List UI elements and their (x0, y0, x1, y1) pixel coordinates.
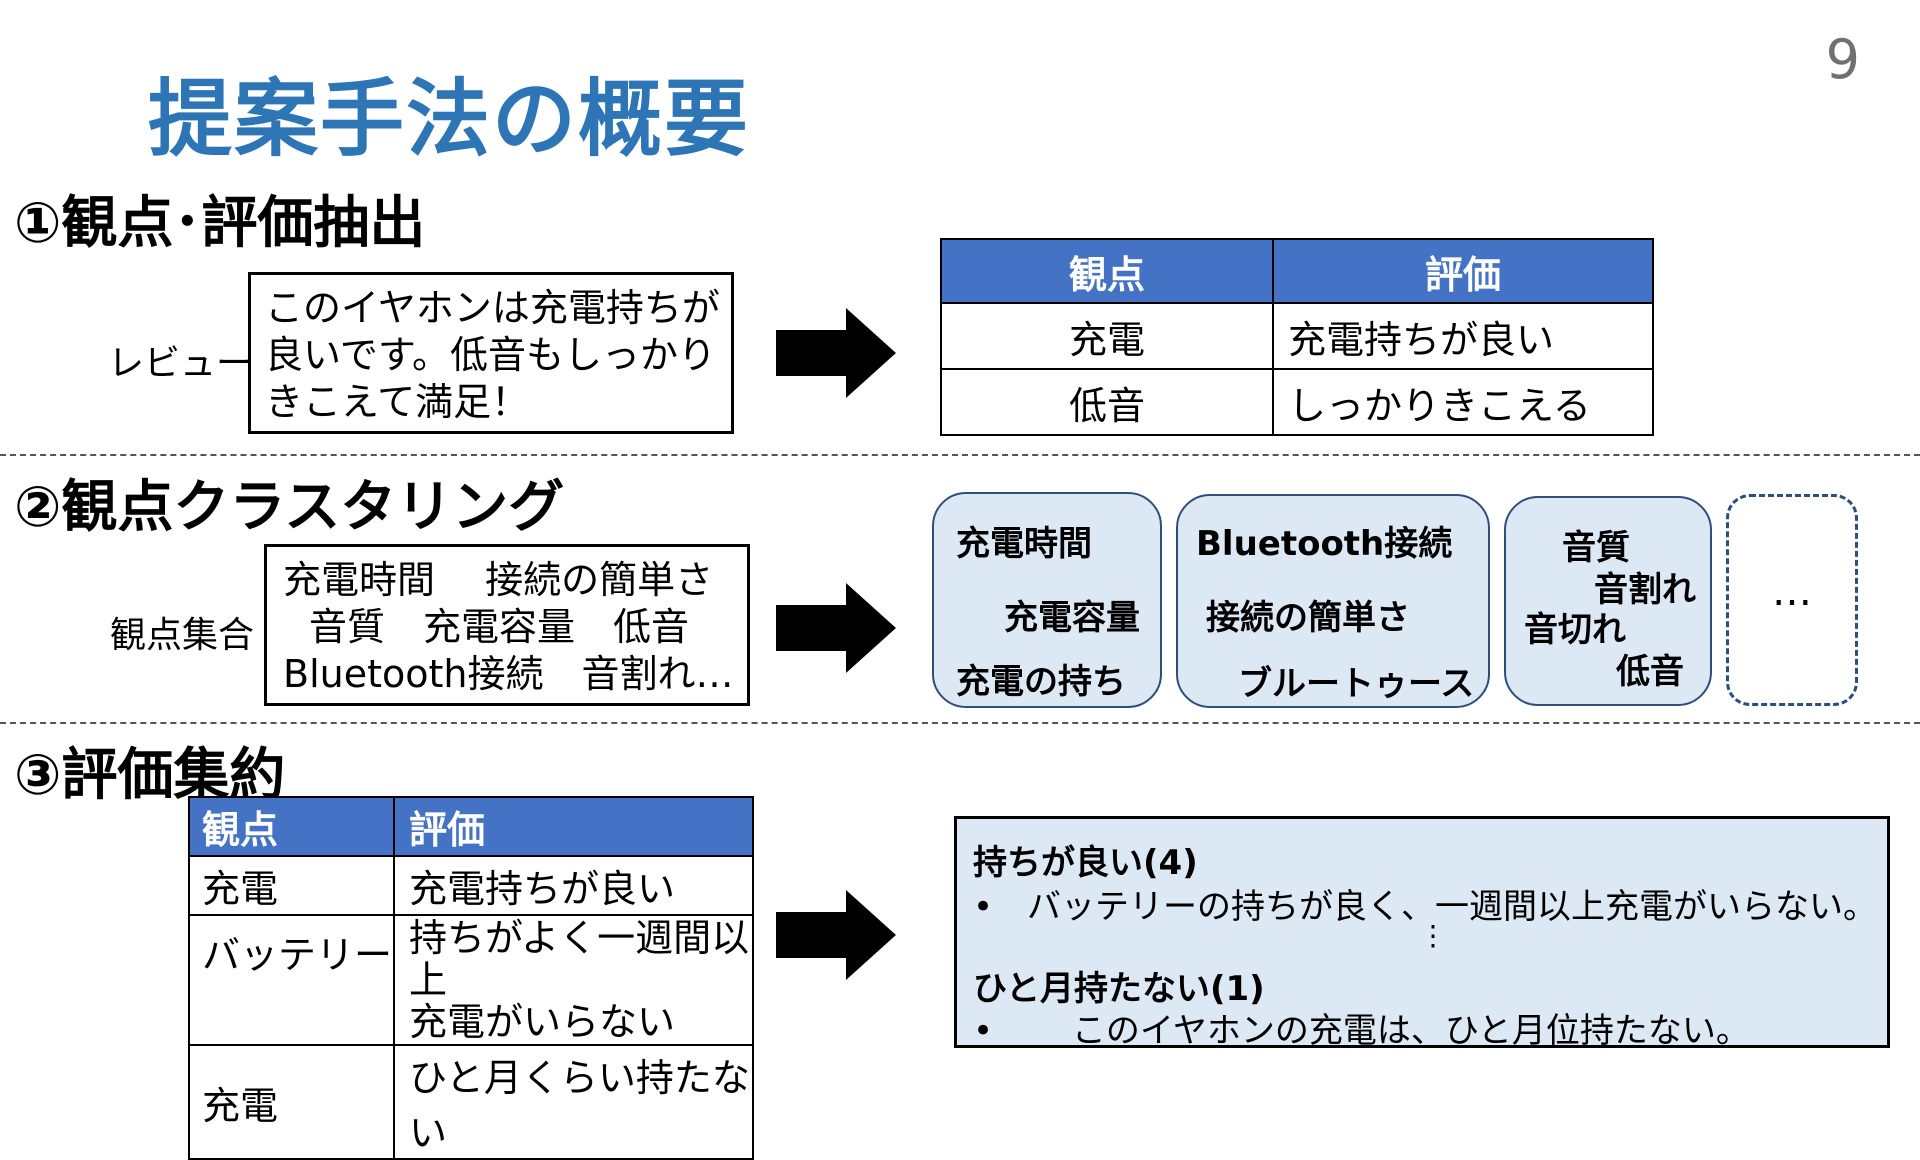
cluster-term: ブルートゥース (1238, 664, 1475, 704)
table-header-evaluation: 評価 (1272, 238, 1654, 304)
section-divider (0, 454, 1920, 456)
table-cell: 充電持ちが良い (1272, 302, 1654, 370)
slide-title: 提案手法の概要 (148, 70, 751, 168)
aggregated-summary-box: 持ちが良い(4) • バッテリーの持ちが良く、一週間以上充電がいらない。 ⋮ ひ… (954, 816, 1890, 1051)
right-arrow-icon (776, 583, 896, 673)
aspect-set-box: 充電時間 接続の簡単さ 音質 充電容量 低音 Bluetooth接続 音割れ… (264, 544, 750, 706)
table-header-aspect: 観点 (940, 238, 1274, 304)
cluster-term: 接続の簡単さ (1206, 598, 1410, 638)
extraction-table: 観点 評価 充電 充電持ちが良い 低音 しっかりきこえる (940, 238, 1654, 436)
review-label: レビュー (108, 343, 253, 384)
table-cell: 充電 (188, 855, 395, 916)
group-item: • バッテリーの持ちが良く、一週間以上充電がいらない。 (973, 887, 1878, 927)
aspect-set-line: 音質 充電容量 低音 (309, 605, 690, 649)
cluster-term: 充電の持ち (956, 662, 1126, 702)
review-box: このイヤホンは充電持ちが 良いです。低音もしっかり きこえて満足！ (248, 272, 734, 434)
cluster-sound: 音質 音割れ 音切れ 低音 (1504, 496, 1712, 706)
table-row: バッテリー 持ちがよく一週間以上 充電がいらない (188, 914, 754, 1046)
cluster-term: 低音 (1616, 652, 1684, 692)
aggregation-table: 観点 評価 充電 充電持ちが良い バッテリー 持ちがよく一週間以上 充電がいらな… (188, 796, 754, 1160)
table-row: 充電 充電持ちが良い (188, 855, 754, 916)
more-clusters-box: … (1726, 494, 1858, 706)
table-row: 充電 充電持ちが良い (940, 302, 1654, 370)
group-title: 持ちが良い(4) (973, 843, 1198, 883)
aspect-set-line: 充電時間 接続の簡単さ (283, 558, 714, 602)
table-cell: 充電 (188, 1044, 395, 1160)
table-cell: 持ちがよく一週間以上 充電がいらない (393, 914, 754, 1046)
cluster-term: 音質 (1562, 528, 1630, 568)
group-title: ひと月持たない(1) (973, 969, 1265, 1009)
review-line: きこえて満足！ (265, 380, 530, 424)
section1-heading: ①観点･評価抽出 (14, 191, 426, 256)
aspect-set-line: Bluetooth接続 音割れ… (283, 652, 734, 696)
table-cell: バッテリー (188, 914, 395, 1046)
table-cell: 低音 (940, 368, 1274, 436)
right-arrow-icon (776, 308, 896, 398)
cluster-term: Bluetooth接続 (1196, 524, 1453, 564)
cluster-term: 音切れ (1524, 610, 1626, 650)
cluster-charging: 充電時間 充電容量 充電の持ち (932, 492, 1162, 708)
right-arrow-icon (776, 890, 896, 980)
review-line: 良いです。低音もしっかり (265, 333, 717, 377)
table-row: 低音 しっかりきこえる (940, 368, 1654, 436)
cluster-connection: Bluetooth接続 接続の簡単さ ブルートゥース (1176, 494, 1490, 708)
table-header-aspect: 観点 (188, 796, 395, 857)
cluster-term: 充電時間 (956, 524, 1092, 564)
vertical-ellipsis: ⋮ (1419, 919, 1447, 952)
page-number: 9 (1825, 28, 1860, 91)
table-header-evaluation: 評価 (393, 796, 754, 857)
review-line: このイヤホンは充電持ちが (265, 286, 720, 330)
table-row: 充電 ひと月くらい持たない (188, 1044, 754, 1160)
table-cell: 充電持ちが良い (393, 855, 754, 916)
section-divider (0, 722, 1920, 724)
cluster-term: 充電容量 (1004, 598, 1140, 638)
aspect-set-label: 観点集合 (110, 615, 255, 656)
table-cell: しっかりきこえる (1272, 368, 1654, 436)
cluster-term: 音割れ (1594, 570, 1696, 610)
table-cell: 充電 (940, 302, 1274, 370)
table-cell: ひと月くらい持たない (393, 1044, 754, 1160)
section2-heading: ②観点クラスタリング (14, 475, 565, 540)
group-item: • このイヤホンの充電は、ひと月位持たない。 (973, 1011, 1750, 1051)
